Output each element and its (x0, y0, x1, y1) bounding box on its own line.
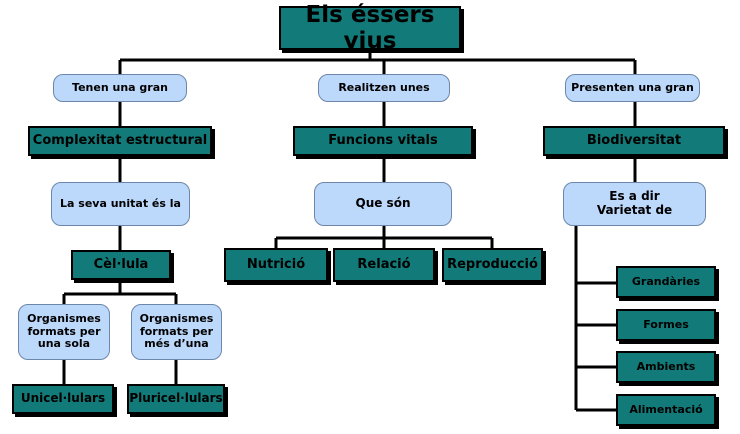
connector-que-son: Que són (314, 182, 452, 226)
concept-biodiversitat: Biodiversitat (543, 126, 725, 156)
concept-label: Biodiversitat (586, 132, 682, 148)
connector-label: Presenten una gran (571, 80, 694, 94)
concept-relacio: Relació (333, 248, 435, 282)
connector-label: La seva unitat és la (60, 196, 181, 210)
concept-label: Ambients (636, 359, 696, 373)
connector-unitat: La seva unitat és la (51, 182, 190, 226)
connector-presenten: Presenten una gran (565, 74, 700, 102)
connector-una-sola: Organismes formats per una sola (18, 304, 110, 360)
connector-realitzen: Realitzen unes (318, 74, 450, 102)
concept-label: Funcions vitals (328, 132, 438, 148)
connector-label: Que són (355, 196, 411, 211)
connector-varietat: Es a dir Varietat de (563, 182, 706, 226)
concept-ambients: Ambients (616, 351, 716, 383)
concept-label: Formes (643, 317, 689, 331)
concept-label: Cèl·lula (93, 256, 149, 272)
concept-label: Unicel·lulars (20, 391, 106, 406)
concept-label: Reproducció (447, 256, 538, 272)
concept-grandaries: Grandàries (616, 266, 716, 298)
concept-funcions-vitals: Funcions vitals (293, 126, 473, 156)
concept-nutricio: Nutrició (224, 248, 328, 282)
concept-label: Alimentació (629, 402, 703, 416)
connector-label: Organismes formats per més d’una (139, 312, 214, 351)
connector-label: Es a dir Varietat de (596, 189, 673, 217)
concept-label: Pluricel·lulars (129, 391, 223, 406)
concept-pluricellulars: Pluricel·lulars (127, 384, 225, 414)
concept-label: Relació (357, 256, 411, 272)
page-title: Els éssers vius (305, 1, 435, 54)
connector-mes-duna: Organismes formats per més d’una (131, 304, 222, 360)
title-box: Els éssers vius (279, 2, 461, 54)
concept-reproduccio: Reproducció (442, 248, 543, 282)
concept-alimentacio: Alimentació (616, 394, 716, 426)
concept-label: Nutrició (246, 256, 306, 272)
concept-label: Complexitat estructural (32, 132, 208, 148)
concept-complexitat: Complexitat estructural (28, 126, 212, 156)
connector-label: Realitzen unes (338, 80, 430, 94)
connector-tenen: Tenen una gran (53, 74, 187, 102)
connector-label: Tenen una gran (72, 80, 168, 94)
concept-unicellulars: Unicel·lulars (12, 384, 114, 414)
concept-label: Grandàries (631, 274, 701, 288)
connector-label: Organismes formats per una sola (27, 312, 101, 351)
concept-cellula: Cèl·lula (71, 250, 171, 280)
concept-formes: Formes (616, 309, 716, 341)
